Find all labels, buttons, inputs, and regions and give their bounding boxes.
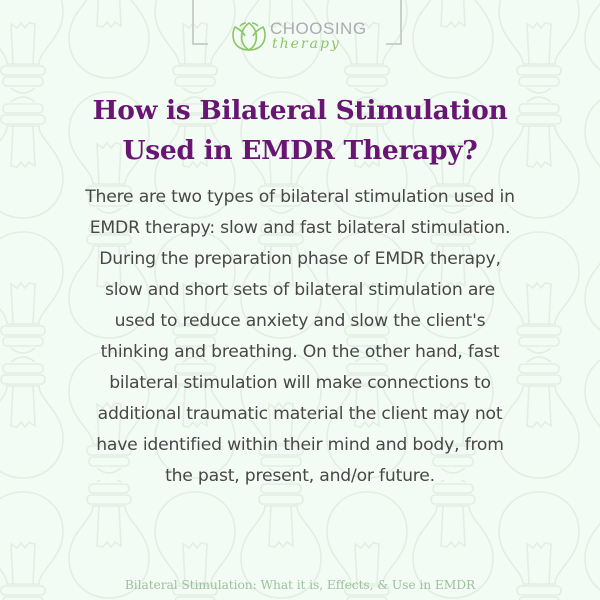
logo-word-therapy: therapy — [272, 36, 341, 52]
body-line: bilateral stimulation will make connecti… — [109, 373, 491, 393]
lotus-flower-icon — [232, 22, 266, 51]
title-line: Used in EMDR Therapy? — [122, 135, 478, 166]
article-caption: Bilateral Stimulation: What it is, Effec… — [124, 578, 476, 592]
body-line: thinking and breathing. On the other han… — [100, 342, 500, 362]
body-line: have identified within their mind and bo… — [96, 435, 504, 455]
body-line: During the preparation phase of EMDR the… — [99, 249, 501, 269]
body-line: EMDR therapy: slow and fast bilateral st… — [89, 218, 511, 238]
body-line: There are two types of bilateral stimula… — [85, 187, 515, 207]
body-line: slow and short sets of bilateral stimula… — [104, 280, 496, 300]
logo-word-choosing: CHOOSING — [270, 19, 367, 38]
choosing-therapy-logo[interactable]: CHOOSING therapy — [230, 18, 370, 54]
body-paragraph: There are two types of bilateral stimula… — [0, 182, 600, 492]
header-frame-left-bracket — [192, 0, 208, 45]
logo-wordmark: CHOOSING therapy — [270, 18, 370, 54]
title-line: How is Bilateral Stimulation — [92, 95, 508, 126]
header-frame-right-bracket — [386, 0, 402, 45]
body-line: additional traumatic material the client… — [97, 404, 503, 424]
body-line: used to reduce anxiety and slow the clie… — [114, 311, 486, 331]
page-title: How is Bilateral Stimulation Used in EMD… — [0, 91, 600, 171]
body-line: the past, present, and/or future. — [165, 466, 435, 486]
